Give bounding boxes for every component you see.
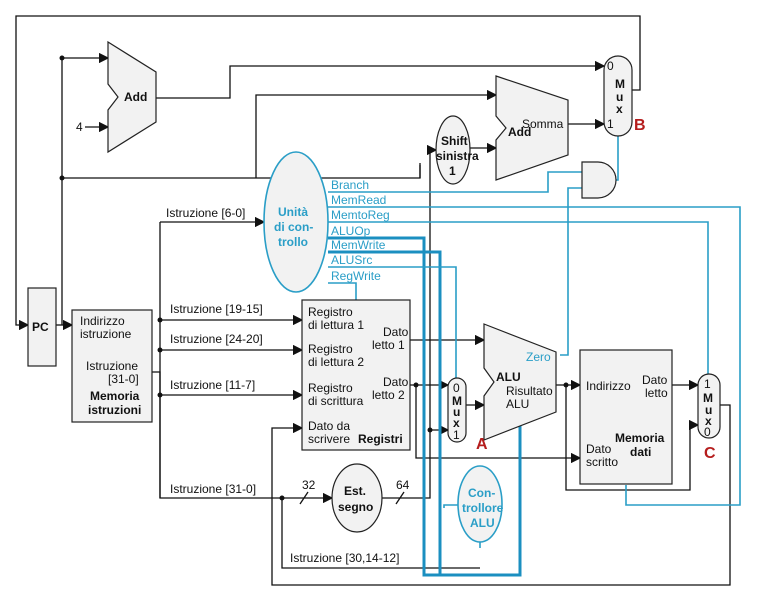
signal-aluop: ALUOp [331, 224, 371, 238]
alu-label: ALU [496, 370, 521, 384]
pc-register [27, 287, 57, 367]
field-11-7: Istruzione [11-7] [170, 378, 255, 392]
width-64: 64 [396, 478, 410, 492]
rf-data-a: Dato da [308, 419, 350, 433]
dm-name-b: dati [630, 445, 651, 459]
somma-label: Somma [522, 117, 564, 131]
field-31-0: Istruzione [31-0] [170, 482, 256, 496]
im-label-3: Istruzione [86, 359, 138, 373]
mux-a-u: u [453, 405, 460, 419]
mux-b-x: x [616, 102, 623, 116]
dm-in-b: scritto [586, 455, 618, 469]
signal-memread: MemRead [331, 193, 386, 207]
dm-address: Indirizzo [586, 379, 631, 393]
rf-name: Registri [358, 432, 403, 446]
dm-name-a: Memoria [615, 431, 665, 445]
im-label-2: istruzione [80, 327, 132, 341]
mux-c-u: u [705, 403, 712, 417]
field-30-14-12: Istruzione [30,14-12] [290, 551, 399, 565]
shift-label-3: 1 [449, 164, 456, 178]
instruction-memory [71, 309, 153, 423]
rf-write-a: Registro [308, 381, 353, 395]
constant-four: 4 [76, 120, 83, 134]
alu-control [457, 465, 503, 543]
pc-source-mux [603, 55, 633, 137]
field-19-15: Istruzione [19-15] [170, 302, 263, 316]
marker-c: C [704, 445, 716, 462]
mux-c-m: M [703, 391, 713, 405]
control-wires [328, 130, 741, 577]
field-6-0: Istruzione [6-0] [166, 206, 245, 220]
write-back-mux [697, 373, 721, 439]
alu-control-label-1: Con- [468, 486, 495, 500]
register-file [301, 299, 411, 451]
im-label-4: [31-0] [108, 372, 139, 386]
rf-out1-b: letto 1 [372, 338, 405, 352]
alu-result-label-2: ALU [506, 397, 529, 411]
dm-in-a: Dato [586, 442, 612, 456]
rf-data-b: scrivere [308, 432, 350, 446]
alu [483, 323, 557, 441]
shift-label-2: sinistra [436, 149, 479, 163]
control-unit-label-1: Unità [278, 205, 308, 219]
signal-regwrite: RegWrite [331, 269, 381, 283]
control-unit-label-2: di con- [274, 220, 313, 234]
rf-write-b: di scrittura [308, 394, 364, 408]
rf-out2-b: letto 2 [372, 388, 405, 402]
shift-label-1: Shift [441, 134, 468, 148]
dm-out-a: Dato [642, 373, 668, 387]
dm-out-b: letto [645, 386, 668, 400]
mux-a-m: M [452, 394, 462, 408]
alu-control-label-3: ALU [470, 516, 495, 530]
mux-a-in1: 1 [453, 428, 460, 442]
rf-read1-b: di lettura 1 [308, 318, 364, 332]
rf-read2-a: Registro [308, 342, 353, 356]
marker-b: B [634, 117, 646, 134]
im-label-1: Indirizzo [80, 314, 125, 328]
data-memory [579, 349, 673, 485]
signal-branch: Branch [331, 178, 369, 192]
alu-source-mux [447, 377, 467, 443]
mux-c-in0: 0 [704, 425, 711, 439]
marker-a: A [476, 436, 488, 453]
branch-adder [495, 75, 569, 181]
signal-memtoreg: MemtoReg [331, 208, 390, 222]
mux-a-x: x [453, 416, 460, 430]
field-24-20: Istruzione [24-20] [170, 332, 263, 346]
branch-and-gate [581, 161, 617, 199]
rf-out2-a: Dato [383, 375, 409, 389]
signal-alusrc: ALUSrc [331, 253, 372, 267]
control-signal-labels: Branch MemRead MemtoReg ALUOp MemWrite A… [331, 178, 390, 283]
control-unit [263, 151, 329, 293]
signal-memwrite: MemWrite [331, 238, 386, 252]
rf-read1-a: Registro [308, 305, 353, 319]
sign-extend [331, 463, 383, 533]
mux-b-m: M [615, 77, 625, 91]
zero-label: Zero [526, 350, 551, 364]
mux-c-x: x [705, 414, 712, 428]
rf-out1-a: Dato [383, 325, 409, 339]
mux-b-in1: 1 [607, 117, 614, 131]
im-label-6: istruzioni [88, 403, 141, 417]
sign-extend-label-1: Est. [344, 484, 366, 498]
shift-left-unit [435, 115, 471, 185]
sign-extend-label-2: segno [338, 500, 373, 514]
pc-label: PC [32, 320, 49, 334]
alu-control-label-2: trollore [462, 501, 504, 515]
width-32: 32 [302, 478, 316, 492]
mux-b-in0: 0 [607, 59, 614, 73]
mux-b-u: u [616, 90, 623, 104]
mux-c-in1: 1 [704, 377, 711, 391]
alu-result-label: Risultato [506, 384, 553, 398]
pc-adder [107, 40, 157, 154]
control-unit-label-3: trollo [278, 235, 308, 249]
pc-adder-label: Add [124, 90, 147, 104]
im-label-5: Memoria [90, 389, 140, 403]
mux-a-in0: 0 [453, 381, 460, 395]
rf-read2-b: di lettura 2 [308, 355, 364, 369]
branch-adder-label: Add [508, 125, 531, 139]
